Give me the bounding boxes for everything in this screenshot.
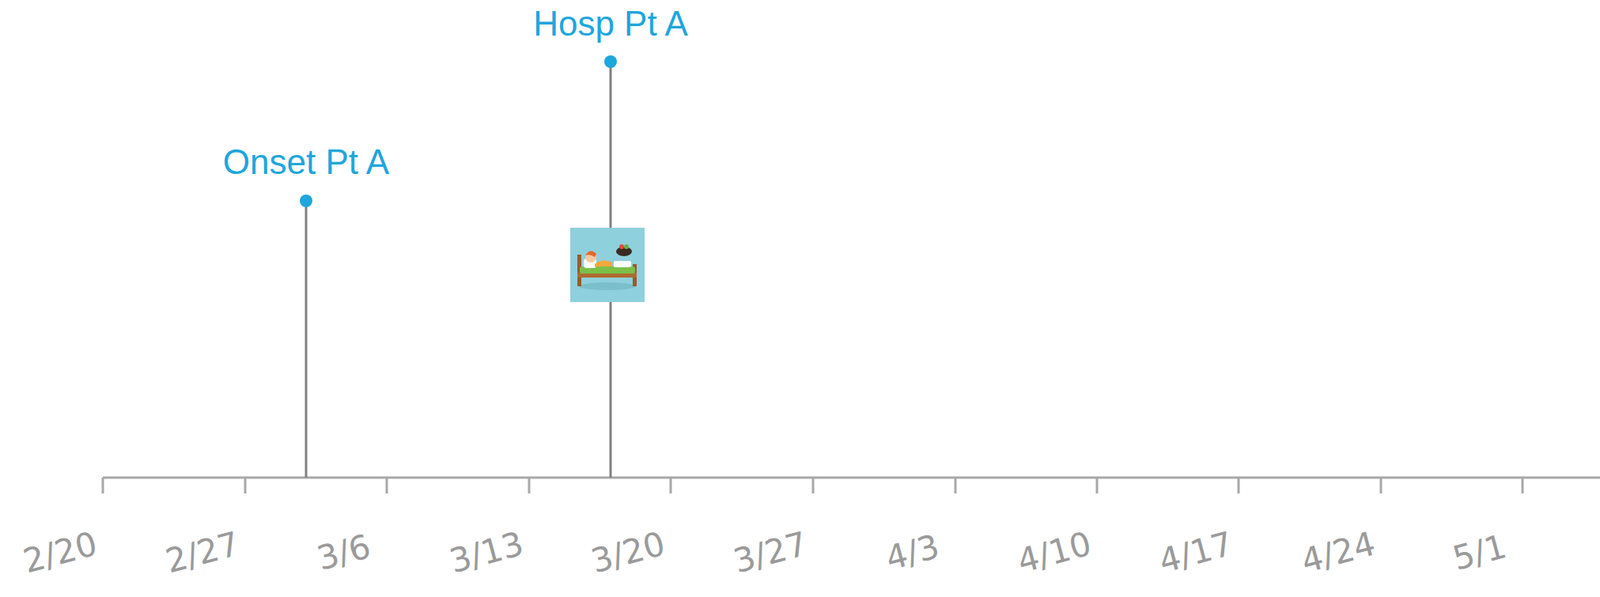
date-label: 3/13 [446,527,527,579]
date-label: 3/6 [313,529,375,576]
event-label: Onset Pt A [223,144,390,180]
time-axis [102,477,1600,494]
date-label: 4/3 [882,529,943,576]
date-label: 4/17 [1155,527,1237,579]
date-label: 2/27 [162,527,243,579]
date-label: 5/1 [1449,529,1510,576]
date-label: 3/27 [730,527,811,579]
date-label: 3/20 [587,527,669,579]
event-label: Hosp Pt A [533,6,689,42]
date-label: 4/10 [1013,527,1095,579]
date-label: 4/24 [1297,527,1379,579]
event-stems [299,55,617,478]
date-label: 2/20 [19,527,101,579]
bed-icon [570,227,645,303]
